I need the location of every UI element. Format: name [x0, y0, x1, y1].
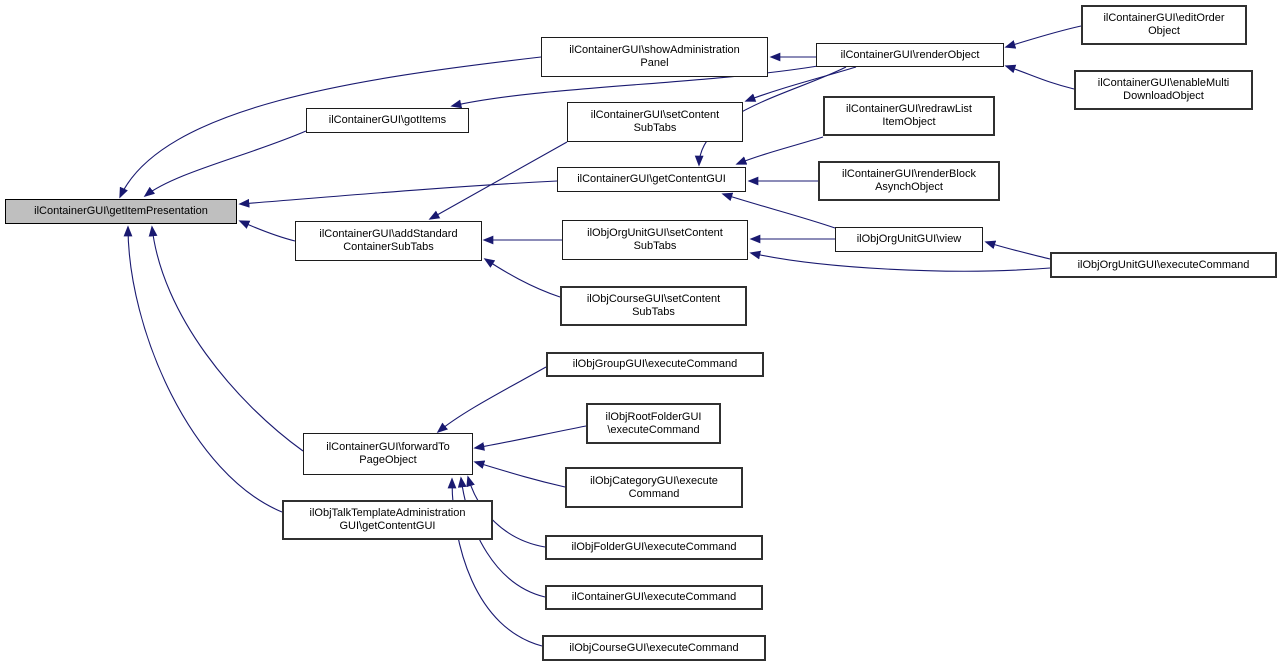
node-rootFolderExecuteCommand[interactable]: ilObjRootFolderGUI \executeCommand — [586, 403, 721, 444]
node-label: ilObjOrgUnitGUI\executeCommand — [1077, 258, 1250, 271]
edge-categoryExecuteCommand-forwardToPageObject — [473, 460, 566, 488]
node-label: SubTabs — [632, 306, 675, 318]
node-renderBlockAsynchObject[interactable]: ilContainerGUI\renderBlock AsynchObject — [818, 161, 1000, 201]
node-setContentSubTabs[interactable]: ilContainerGUI\setContent SubTabs — [567, 102, 743, 142]
edge-gotItems-getItemPresentation — [143, 130, 307, 198]
node-label: ilContainerGUI\editOrder — [1103, 12, 1225, 24]
edge-courseSetContentSubTabs-addStandardContainerSubTabs — [483, 258, 561, 298]
node-orgUnitExecuteCommand[interactable]: ilObjOrgUnitGUI\executeCommand — [1050, 252, 1277, 278]
node-label: ilContainerGUI\getContentGUI — [577, 173, 726, 185]
node-label: ilContainerGUI\getItemPresentation — [34, 205, 208, 217]
node-gotItems[interactable]: ilContainerGUI\gotItems — [306, 108, 469, 133]
edge-renderObject-gotItems — [450, 65, 819, 109]
node-courseSetContentSubTabs[interactable]: ilObjCourseGUI\setContent SubTabs — [560, 286, 747, 326]
node-showAdministrationPanel[interactable]: ilContainerGUI\showAdministration Panel — [541, 37, 768, 77]
node-label: ilObjGroupGUI\executeCommand — [572, 358, 738, 370]
node-label: ilContainerGUI\enableMulti — [1097, 77, 1230, 89]
edge-editOrderObject-renderObject — [1004, 25, 1082, 49]
node-label: \executeCommand — [607, 423, 700, 436]
node-label: ItemObject — [882, 116, 936, 128]
node-orgUnitSetContentSubTabs[interactable]: ilObjOrgUnitGUI\setContent SubTabs — [562, 220, 748, 260]
edge-setContentSubTabs-addStandardContainerSubTabs — [428, 141, 568, 220]
node-redrawListItemObject[interactable]: ilContainerGUI\redrawList ItemObject — [823, 96, 995, 136]
node-label: ilContainerGUI\showAdministration — [569, 44, 740, 56]
node-label: Panel — [640, 57, 669, 69]
node-orgUnitView[interactable]: ilObjOrgUnitGUI\view — [835, 227, 983, 252]
node-folderExecuteCommand[interactable]: ilObjFolderGUI\executeCommand — [545, 535, 763, 560]
node-label: ilContainerGUI\addStandard — [319, 228, 458, 240]
node-label: AsynchObject — [875, 181, 943, 193]
edge-enableMultiDownloadObject-renderObject — [1004, 64, 1075, 90]
node-label: SubTabs — [633, 122, 677, 134]
node-label: ilObjOrgUnitGUI\view — [856, 233, 962, 245]
edge-groupExecuteCommand-forwardToPageObject — [436, 366, 547, 434]
node-label: ilObjCategoryGUI\execute — [590, 474, 718, 487]
node-groupExecuteCommand[interactable]: ilObjGroupGUI\executeCommand — [546, 352, 764, 377]
node-label: SubTabs — [633, 240, 677, 252]
node-label: ilObjTalkTemplateAdministration — [309, 507, 466, 519]
node-enableMultiDownloadObject[interactable]: ilContainerGUI\enableMulti DownloadObjec… — [1074, 70, 1253, 110]
edge-redrawListItemObject-getContentGUI — [735, 136, 824, 165]
edge-orgUnitView-getContentGUI — [721, 192, 836, 229]
node-label: ilContainerGUI\gotItems — [328, 114, 447, 126]
edge-getContentGUI-getItemPresentation — [238, 180, 558, 208]
edge-forwardToPageObject-getItemPresentation — [148, 225, 304, 452]
node-label: ilObjCourseGUI\executeCommand — [569, 641, 739, 654]
edge-containerExecuteCommand-forwardToPageObject — [457, 476, 546, 598]
node-addStandardContainerSubTabs[interactable]: ilContainerGUI\addStandard ContainerSubT… — [295, 221, 482, 261]
node-label: ilObjCourseGUI\setContent — [586, 293, 721, 305]
node-getItemPresentation: ilContainerGUI\getItemPresentation — [5, 199, 237, 224]
node-label: ilContainerGUI\renderBlock — [842, 168, 976, 180]
edge-renderObject-getContentGUI — [694, 66, 847, 167]
edge-folderExecuteCommand-forwardToPageObject — [466, 475, 546, 548]
edge-talkTemplateGetContentGUI-getItemPresentation — [123, 225, 283, 513]
edge-renderObject-setContentSubTabs — [744, 66, 857, 102]
node-label: ilContainerGUI\setContent — [590, 109, 720, 121]
edge-addStandardContainerSubTabs-getItemPresentation — [238, 220, 296, 242]
node-label: ilContainerGUI\redrawList — [846, 103, 972, 115]
node-label: ContainerSubTabs — [343, 241, 434, 253]
node-label: ilObjFolderGUI\executeCommand — [571, 541, 737, 553]
node-label: ilContainerGUI\forwardTo — [326, 441, 450, 453]
node-label: Command — [628, 487, 680, 500]
node-containerExecuteCommand[interactable]: ilContainerGUI\executeCommand — [545, 585, 763, 610]
edge-rootFolderExecuteCommand-forwardToPageObject — [473, 425, 587, 451]
node-label: DownloadObject — [1123, 90, 1204, 102]
node-label: GUI\getContentGUI — [339, 520, 436, 532]
node-label: ilContainerGUI\executeCommand — [571, 591, 737, 603]
edge-orgUnitExecuteCommand-orgUnitView — [984, 240, 1051, 260]
node-forwardToPageObject[interactable]: ilContainerGUI\forwardTo PageObject — [303, 433, 473, 475]
node-categoryExecuteCommand[interactable]: ilObjCategoryGUI\execute Command — [565, 467, 743, 508]
node-label: ilObjOrgUnitGUI\setContent — [587, 227, 723, 239]
node-label: ilObjRootFolderGUI — [605, 410, 702, 423]
node-editOrderObject[interactable]: ilContainerGUI\editOrder Object — [1081, 5, 1247, 45]
node-courseExecuteCommand[interactable]: ilObjCourseGUI\executeCommand — [542, 635, 766, 661]
node-label: Object — [1148, 25, 1180, 37]
node-getContentGUI[interactable]: ilContainerGUI\getContentGUI — [557, 167, 746, 192]
edge-orgUnitExecuteCommand-orgUnitSetContentSubTabs — [749, 250, 1051, 272]
node-talkTemplateGetContentGUI[interactable]: ilObjTalkTemplateAdministration GUI\getC… — [282, 500, 493, 540]
node-renderObject[interactable]: ilContainerGUI\renderObject — [816, 43, 1004, 67]
edge-showAdministrationPanel-getItemPresentation — [119, 56, 542, 199]
node-label: ilContainerGUI\renderObject — [840, 48, 980, 61]
node-label: PageObject — [359, 454, 417, 466]
